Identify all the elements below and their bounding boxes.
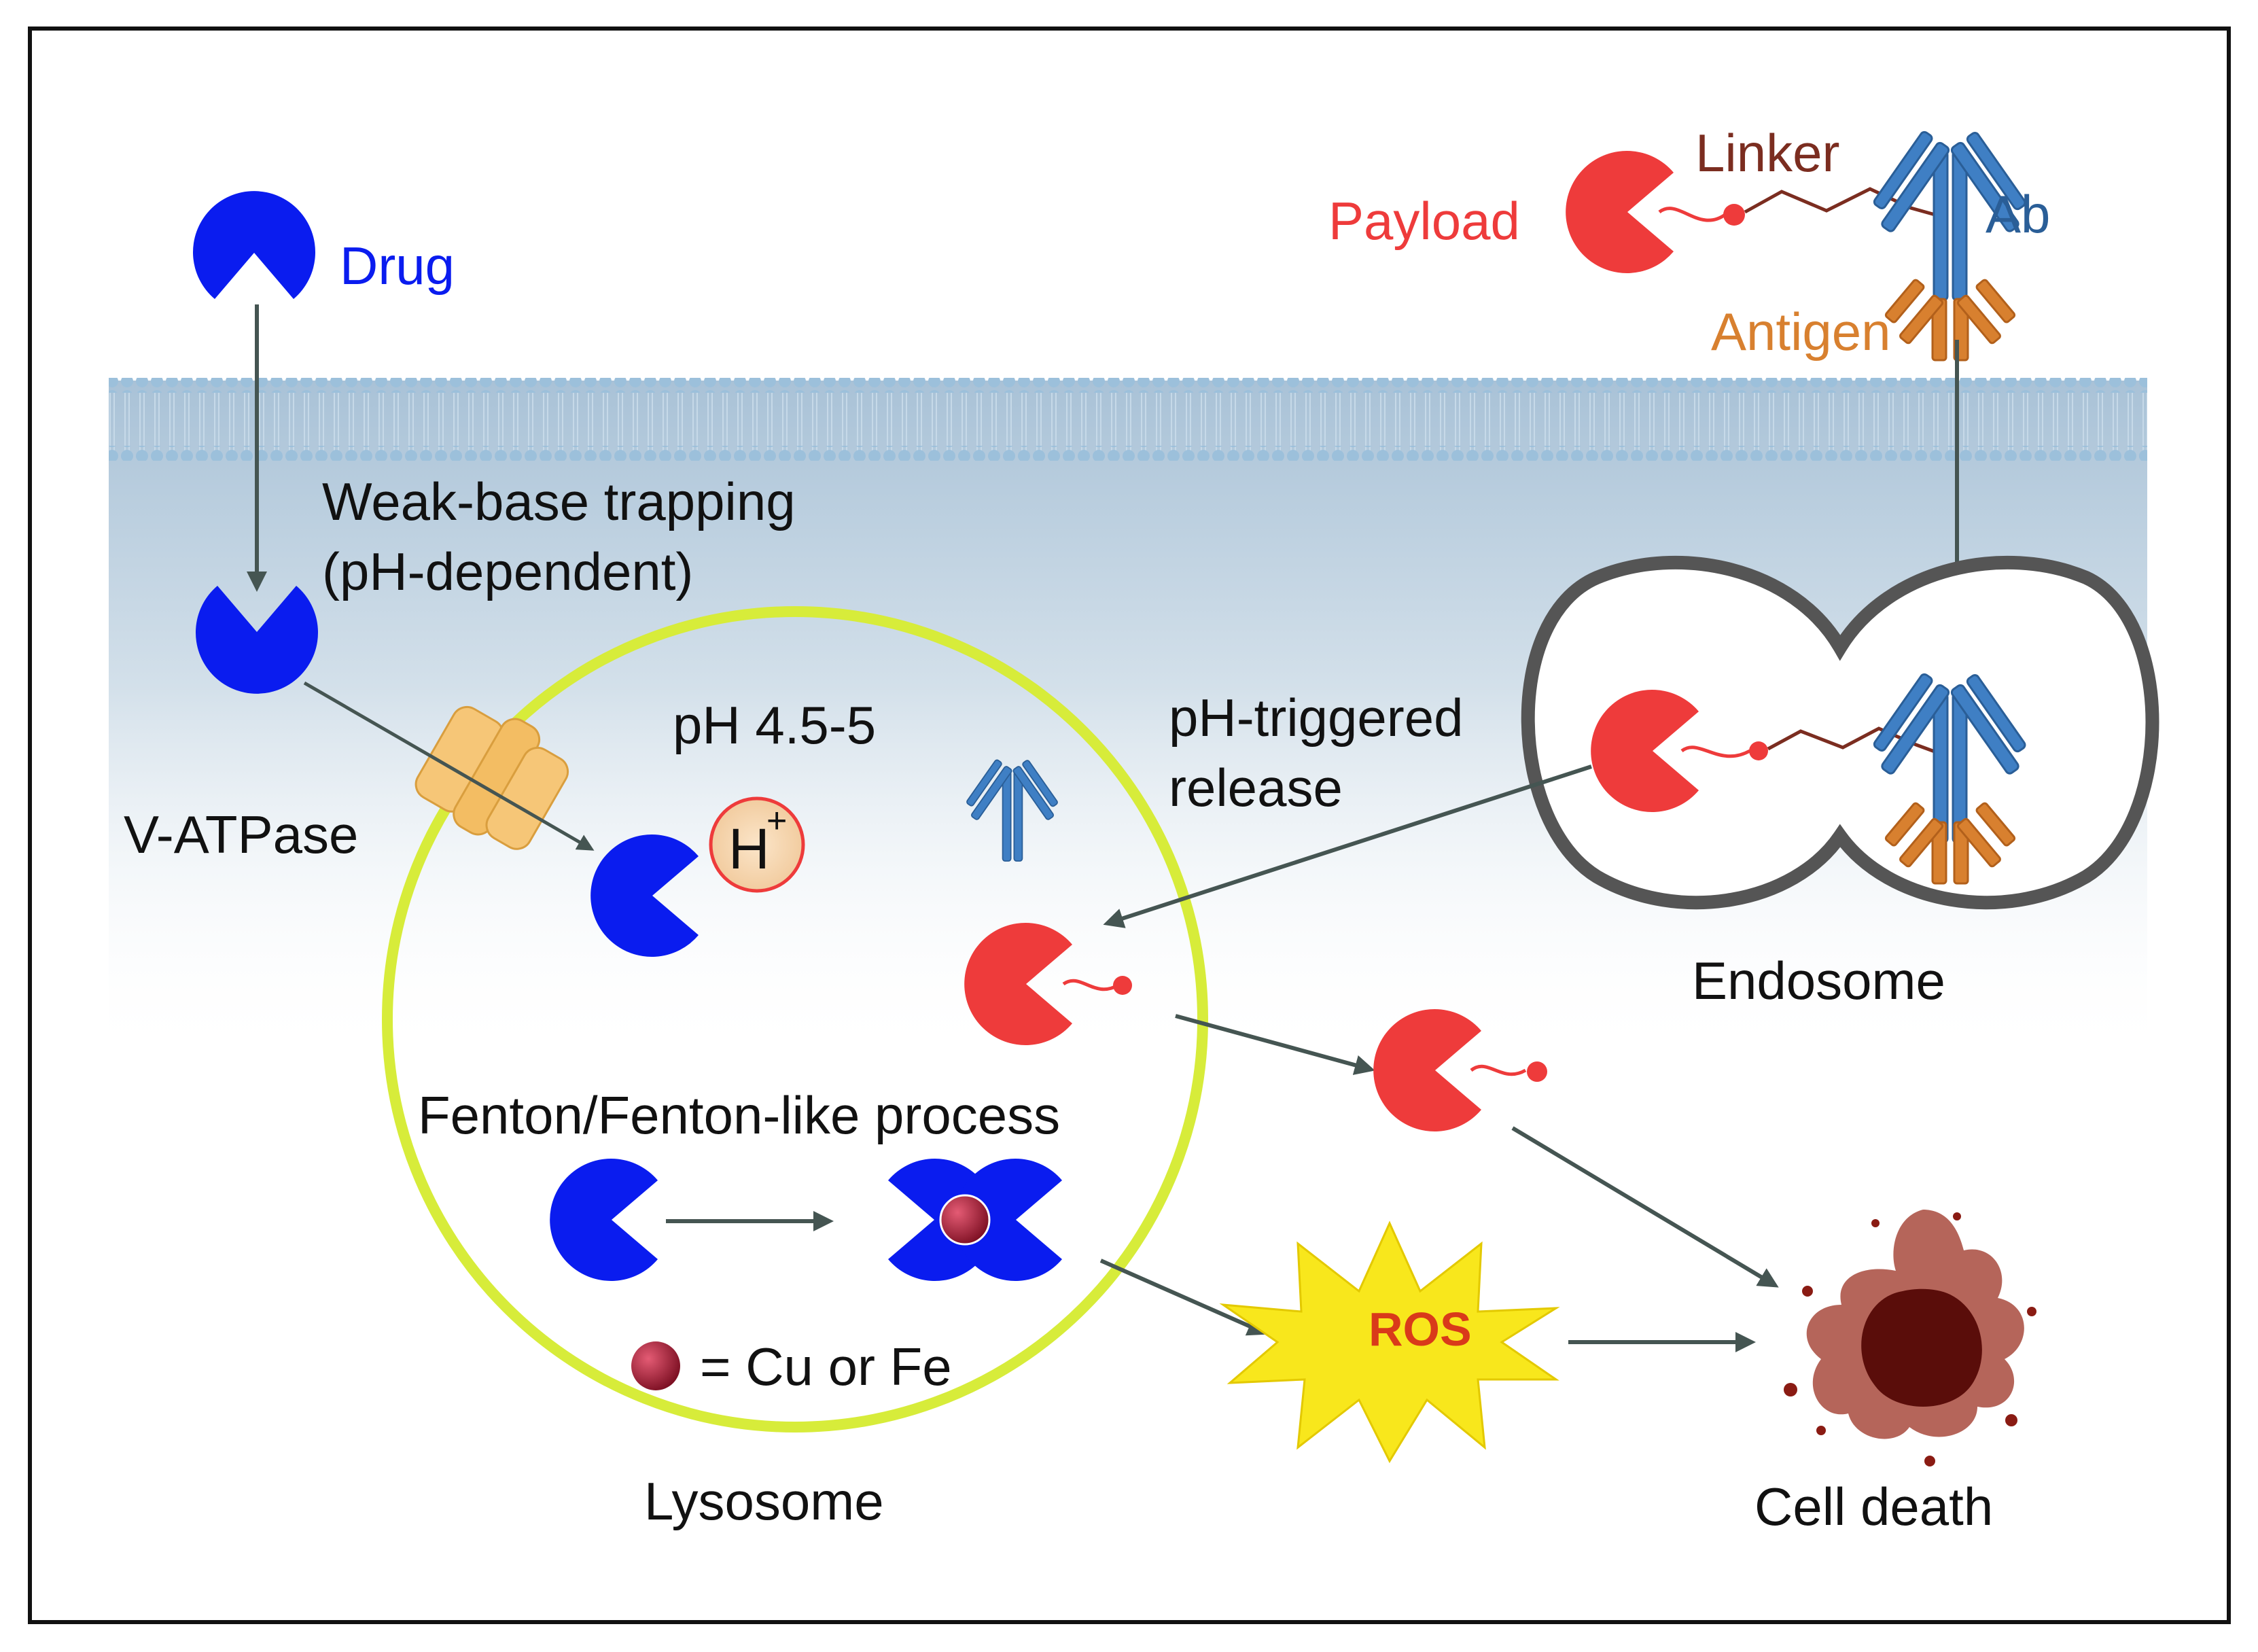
endosome-linker-bead [1749, 741, 1768, 760]
cell-death-label: Cell death [1754, 1477, 1993, 1536]
ab-label: Ab [1986, 184, 2050, 244]
payload-release-arrow [1103, 765, 1592, 928]
fenton-ros-arrow [1099, 1259, 1269, 1336]
antibody-drug-conjugate [1566, 129, 2028, 362]
ph-triggered-label: pH-triggered [1169, 688, 1464, 748]
cytosolic-payload-bead [1527, 1061, 1547, 1082]
payload-death-arrow [1511, 1126, 1779, 1288]
payload-label: Payload [1328, 191, 1520, 251]
linker-chain [1744, 187, 1941, 218]
dead-cell-icon [1784, 1210, 2036, 1466]
v-atpase-label: V-ATPase [124, 805, 358, 864]
proton-label: H [728, 817, 770, 881]
drug-label: Drug [340, 236, 455, 296]
cytosolic-payload-tether [1470, 1064, 1527, 1076]
linker-bead [1723, 204, 1745, 226]
ros-label: ROS [1369, 1303, 1472, 1356]
drug-to-lysosome-arrow [303, 681, 595, 851]
metal-legend-icon [631, 1341, 680, 1390]
v-atpase-icon [414, 705, 569, 850]
endosome-label: Endosome [1692, 951, 1945, 1010]
released-payload-bead [1113, 976, 1132, 995]
lysosome [382, 606, 1208, 1433]
payload-tether [1658, 207, 1727, 222]
ph-range-label: pH 4.5-5 [673, 695, 876, 755]
endosome-linker-chain [1767, 726, 1943, 756]
proton-icon: H + [709, 796, 805, 893]
weak-base-trapping-label: Weak-base trapping [322, 472, 796, 531]
metal-legend-label: = Cu or Fe [700, 1337, 952, 1396]
antigen-label: Antigen [1711, 302, 1891, 362]
endosome-payload-tether [1680, 745, 1751, 758]
cell-membrane [109, 378, 2147, 461]
ros-burst-icon [1219, 1220, 1560, 1464]
linker-label: Linker [1695, 123, 1839, 183]
metal-complex-icon [888, 1159, 1062, 1281]
proton-charge-label: + [766, 801, 787, 841]
released-payload-tether [1062, 979, 1119, 991]
lysosome-label: Lysosome [644, 1471, 884, 1531]
fenton-process-label: Fenton/Fenton-like process [418, 1085, 1060, 1145]
release-label: release [1169, 758, 1343, 818]
ph-dependent-label: (pH-dependent) [322, 542, 693, 601]
payload-exit-arrow [1175, 1014, 1375, 1075]
